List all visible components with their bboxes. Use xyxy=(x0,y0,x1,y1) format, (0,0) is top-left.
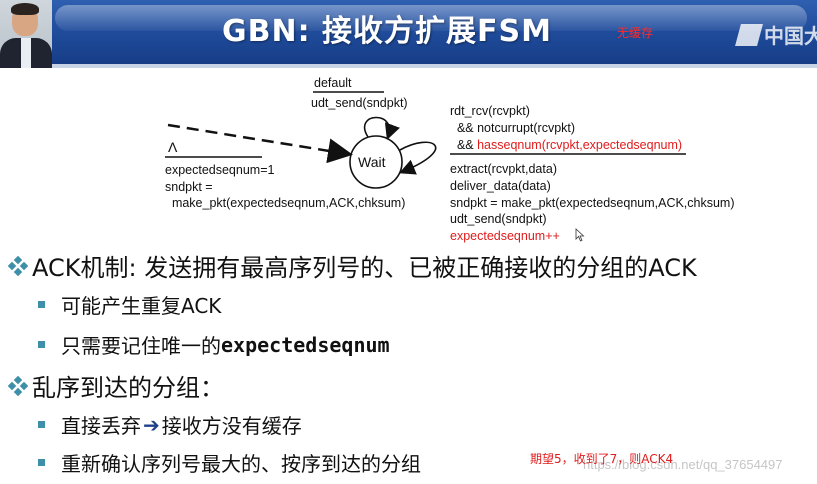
sub-bullet-duplicate-ack-text: 可能产生重复ACK xyxy=(61,294,222,318)
rcv-action-4: udt_send(sndpkt) xyxy=(450,212,547,226)
rcv-action-5: expectedseqnum++ xyxy=(450,229,560,243)
sub-bullet-expectedseqnum-prefix: 只需要记住唯一的 xyxy=(61,334,221,358)
default-event: default xyxy=(314,76,352,90)
sub-bullet-discard: 直接丢弃 ➔ 接收方没有缓存 xyxy=(38,410,302,439)
default-action: udt_send(sndpkt) xyxy=(311,96,408,110)
sub-bullet-reack-text: 重新确认序列号最大的、按序到达的分组 xyxy=(61,452,421,476)
sub-bullet-reack: 重新确认序列号最大的、按序到达的分组 xyxy=(38,448,421,477)
diamond-cluster-icon xyxy=(8,255,28,276)
watermark: https://blog.csdn.net/qq_37654497 xyxy=(583,457,783,472)
presenter-shirt xyxy=(21,38,31,68)
init-action-3: make_pkt(expectedseqnum,ACK,chksum) xyxy=(165,196,406,210)
title-bar: GBN: 接收方扩展FSM 无缓存 中国大 xyxy=(0,0,817,64)
init-action-1: expectedseqnum=1 xyxy=(165,163,275,177)
rcv-event-condition: hasseqnum(rcvpkt,expectedseqnum) xyxy=(477,138,683,152)
rcv-event-3: && hasseqnum(rcvpkt,expectedseqnum) xyxy=(450,138,682,153)
initial-transition-arrow xyxy=(167,123,353,164)
square-bullet-icon xyxy=(38,301,45,308)
rcv-event-3-prefix: && xyxy=(450,138,478,152)
bullet-out-of-order-text: 乱序到达的分组： xyxy=(32,374,224,402)
mouse-pointer-icon xyxy=(575,228,585,242)
diamond-cluster-icon xyxy=(8,375,28,396)
rcv-self-loop-arrow xyxy=(399,141,437,175)
title-bar-gloss xyxy=(55,5,807,31)
init-action-2: sndpkt = xyxy=(165,180,213,194)
sub-bullet-expectedseqnum-code: expectedseqnum xyxy=(221,332,390,357)
rcv-action-2: deliver_data(data) xyxy=(450,179,551,193)
fsm-diagram xyxy=(165,91,686,189)
bullet-ack-mechanism-text: ACK机制: 发送拥有最高序列号的、已被正确接收的分组的ACK xyxy=(32,254,697,282)
rcv-event-1: rdt_rcv(rcvpkt) xyxy=(450,104,530,118)
square-bullet-icon xyxy=(38,459,45,466)
rcv-action-3: sndpkt = make_pkt(expectedseqnum,ACK,chk… xyxy=(450,196,735,210)
sub-bullet-discard-suffix: 接收方没有缓存 xyxy=(161,414,302,438)
logo-mark-icon xyxy=(735,23,763,46)
bullet-ack-mechanism: ACK机制: 发送拥有最高序列号的、已被正确接收的分组的ACK xyxy=(8,248,697,283)
bullet-out-of-order: 乱序到达的分组： xyxy=(8,368,224,403)
rcv-action-1: extract(rcvpkt,data) xyxy=(450,162,557,176)
rcv-event-2: && notcurrupt(rcvpkt) xyxy=(450,121,576,135)
presenter-hair xyxy=(11,3,39,15)
init-event: Λ xyxy=(168,139,178,155)
sub-bullet-discard-prefix: 直接丢弃 xyxy=(61,414,141,438)
right-arrow-icon: ➔ xyxy=(143,412,160,437)
default-self-loop-arrow xyxy=(363,116,400,141)
logo-text: 中国大 xyxy=(764,24,817,48)
logo: 中国大 xyxy=(735,20,817,48)
annotation-note: 期望5，收到了7，则ACK4 xyxy=(530,452,674,466)
square-bullet-icon xyxy=(38,421,45,428)
title-divider xyxy=(0,64,817,68)
sub-bullet-duplicate-ack: 可能产生重复ACK xyxy=(38,290,221,319)
page-subtitle: 无缓存 xyxy=(617,26,654,40)
wait-state-label: Wait xyxy=(358,154,386,170)
presenter-video xyxy=(0,0,52,68)
page-title: GBN: 接收方扩展FSM xyxy=(222,14,552,49)
square-bullet-icon xyxy=(38,341,45,348)
